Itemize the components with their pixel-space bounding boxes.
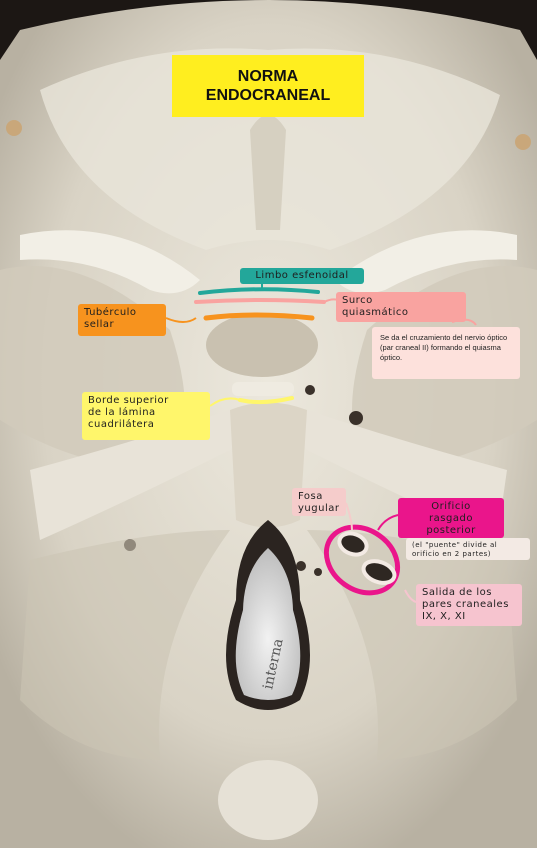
orange-connector bbox=[165, 317, 197, 323]
title-line-1: NORMA bbox=[237, 68, 299, 85]
foramen-small-2 bbox=[305, 385, 315, 395]
foramen-small-6 bbox=[314, 568, 322, 576]
jugular-foramen-upper bbox=[337, 531, 369, 557]
title-box: NORMA ENDOCRANEAL bbox=[172, 55, 364, 117]
label-orificio-rasgado: Orificio rasgado posterior bbox=[398, 498, 504, 538]
note-quiasma: Se da el cruzamiento del nervio óptico (… bbox=[372, 327, 520, 379]
crista-galli bbox=[250, 115, 286, 230]
label-fosa-yugular: Fosa yugular bbox=[292, 488, 346, 516]
skull-hole-left bbox=[6, 120, 22, 136]
skull-hole-right bbox=[515, 134, 531, 150]
orange-tuberculo-line bbox=[203, 312, 315, 321]
orificio-connector bbox=[377, 514, 399, 531]
salida-connector bbox=[404, 589, 417, 603]
label-borde-lamina: Borde superior de la lámina cuadrilátera bbox=[82, 392, 210, 440]
yellow-connector bbox=[209, 397, 241, 407]
foramen-magnum-floor bbox=[235, 548, 301, 700]
dorsum-sellae bbox=[232, 382, 294, 396]
label-tuberculo-sellar: Tubérculo sellar bbox=[78, 304, 166, 336]
label-surco-quiasmatico: Surco quiasmático bbox=[336, 292, 466, 322]
petrous-left bbox=[30, 410, 238, 540]
posterior-fossa bbox=[20, 530, 230, 760]
jugular-foramen-lower bbox=[361, 559, 397, 585]
foramen-small-5 bbox=[296, 561, 306, 571]
sella-turcica bbox=[206, 313, 318, 377]
teal-limbo-line bbox=[198, 287, 320, 295]
occipital-protuberance bbox=[218, 760, 318, 840]
lesser-wing-right bbox=[335, 230, 517, 294]
yellow-lamina-line bbox=[238, 396, 294, 405]
pink-surco-line bbox=[194, 298, 326, 304]
label-salida-pares: Salida de los pares craneales IX, X, XI bbox=[416, 584, 522, 626]
title-line-2: ENDOCRANEAL bbox=[205, 87, 331, 104]
label-puente-note: (el "puente" divide al orificio en 2 par… bbox=[406, 538, 530, 560]
fosa-connector bbox=[345, 502, 353, 531]
clivus bbox=[230, 402, 307, 528]
lesser-wing-left bbox=[20, 230, 200, 294]
label-limbo-esfenoidal: Limbo esfenoidal bbox=[240, 268, 364, 284]
foramen-small-1 bbox=[349, 411, 363, 425]
